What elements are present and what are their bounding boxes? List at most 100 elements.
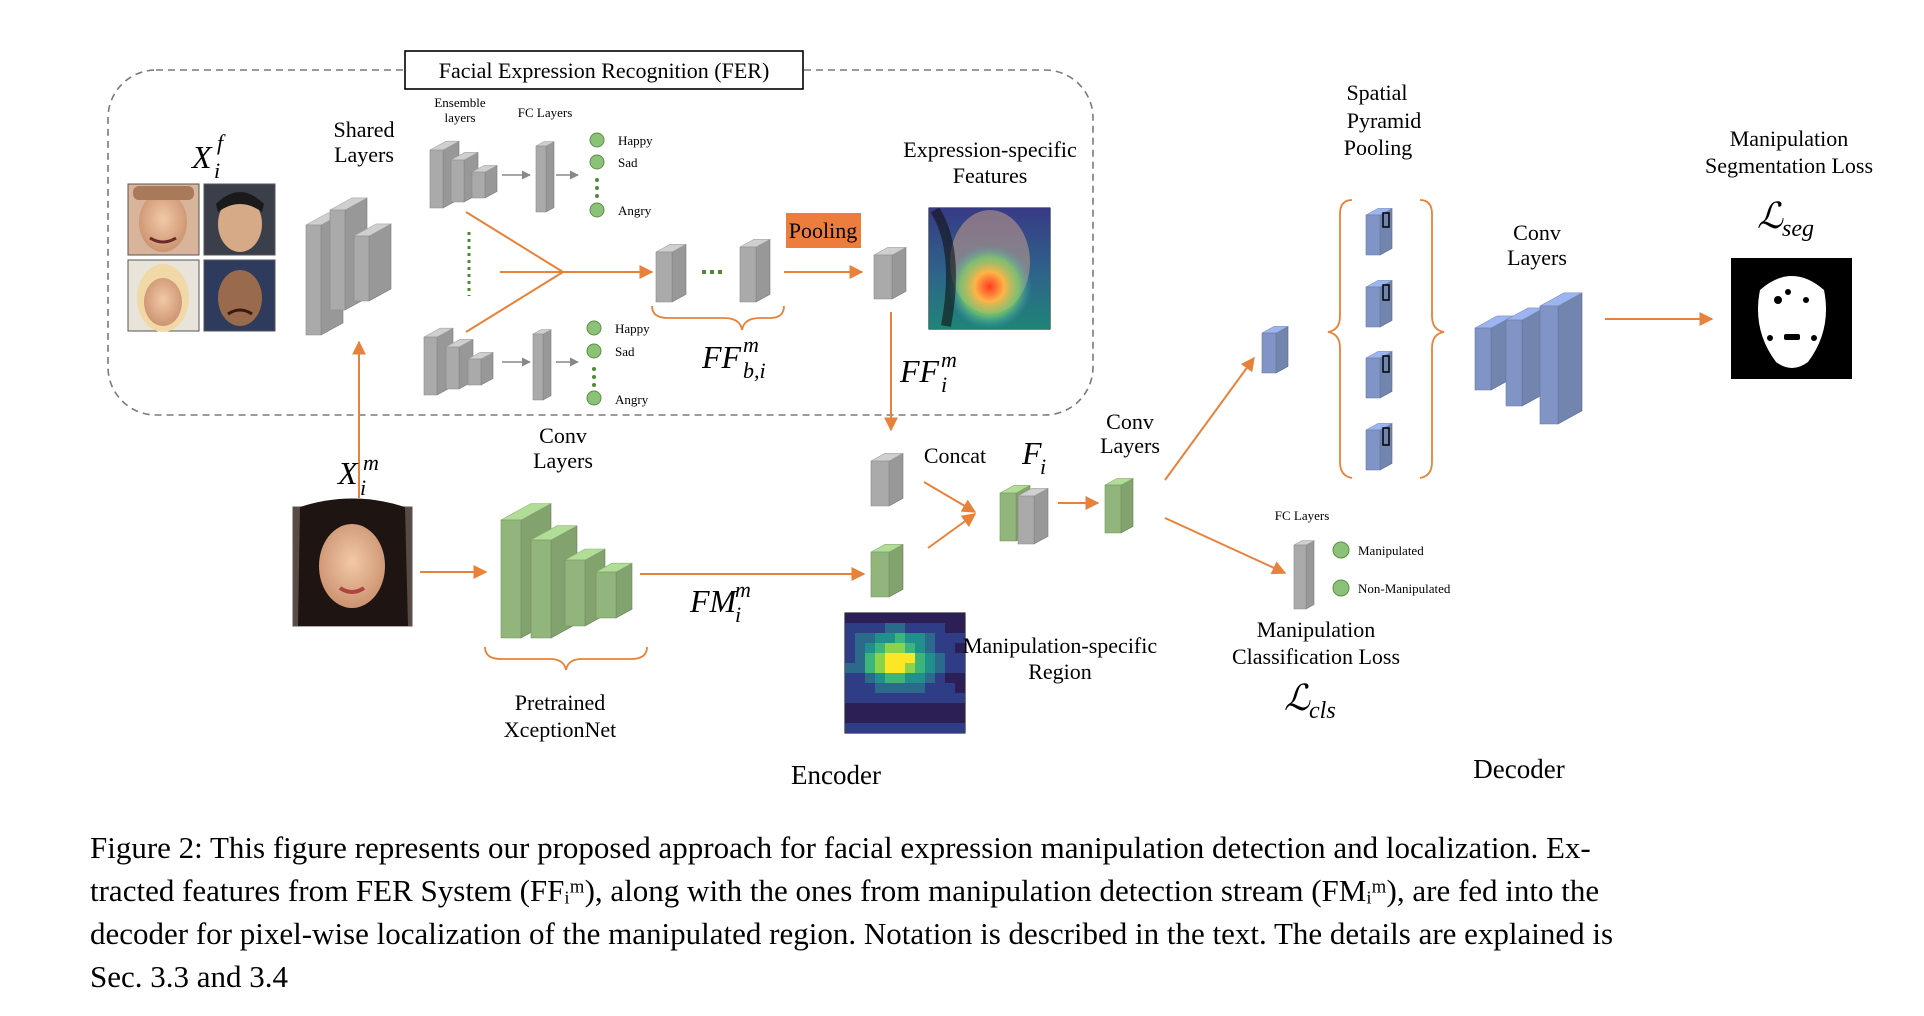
label-sad-top: Sad [618,155,638,170]
svg-text:ℒ: ℒ [1757,196,1784,236]
svg-text:cls: cls [1309,698,1336,724]
spp-pooling-blocks [1365,207,1393,471]
fm-i-block [870,543,904,598]
node-non-manipulated [1332,579,1350,597]
to-classifier-arrow [1164,517,1287,575]
caption-line-3: decoder for pixel-wise localization of t… [90,916,1614,951]
shared-layers-label-2: Layers [334,142,394,167]
svg-text:X: X [336,455,359,491]
node-happy-bottom [586,320,602,336]
input-x-f-label: X f i [190,130,226,183]
conv-layers-label-2: Layers [533,448,593,473]
seg-loss-symbol: ℒ seg [1757,196,1814,242]
spp-window-3 [1382,355,1390,373]
segmentation-mask-image [1731,258,1852,379]
ensemble-layers-label-2: layers [444,110,475,125]
xception-conv-stack [500,502,633,639]
ensemble-branch-bottom [423,327,494,396]
encoder-label: Encoder [791,760,881,790]
svg-text:b,i: b,i [743,358,766,383]
spp-block-1 [1365,207,1393,256]
ff-b-block-1 [655,243,687,303]
fc-layer-bottom [532,329,552,401]
cls-loss-label-2: Classification Loss [1232,644,1400,669]
face-image-woman [127,259,200,332]
concat-label: Concat [924,443,986,468]
expression-features-label-2: Features [953,163,1028,188]
decoder-conv-3 [1539,292,1583,425]
label-happy-top: Happy [618,133,653,148]
f-i-gray [1017,487,1049,545]
svg-text:F: F [1021,435,1042,471]
input-x-m-label: X m i [336,450,379,500]
spp-block-4 [1365,422,1393,471]
face-image-sad [203,259,276,332]
fm-i-label: FM m i [689,577,751,627]
svg-text:f: f [217,130,226,155]
ff-concat-block [870,452,904,507]
pooled-feature-block [873,246,907,300]
label-angry-bottom: Angry [615,392,649,407]
fer-title: Facial Expression Recognition (FER) [439,58,770,83]
fm-concat-block [870,543,904,598]
pretrained-label-1: Pretrained [515,690,605,715]
spp-label-3: Pooling [1344,135,1412,160]
cls-loss-symbol: ℒ cls [1284,678,1336,724]
svg-text:m: m [743,332,759,357]
seg-loss-label-2: Segmentation Loss [1705,153,1873,178]
expression-features-label-1: Expression-specific [903,137,1077,162]
ff-to-concat-arrow [923,481,977,513]
fc-classifier-block [1293,540,1315,610]
shared-layers-stack [305,197,392,336]
node-angry-top [589,202,605,218]
decoder-conv-stack [1474,292,1583,425]
manipulation-heatmap-image [844,612,966,734]
decoder-input-block [1261,325,1289,374]
svg-text:seg: seg [1782,216,1814,242]
seg-loss-label-1: Manipulation [1730,126,1849,151]
label-angry-top: Angry [618,203,652,218]
node-sad-bottom [586,343,602,359]
svg-text:FF: FF [899,353,940,389]
decoder-conv-2 [1505,307,1545,407]
ff-b-label: FF m b,i [701,332,766,383]
conv-layers-label-1: Conv [539,423,587,448]
xception-brace [484,646,648,671]
pooling-label: Pooling [789,218,857,243]
spp-window-4 [1382,427,1390,446]
decoder-conv-label-1: Conv [1513,220,1561,245]
svg-text:m: m [735,577,751,602]
label-non-manipulated: Non-Manipulated [1358,581,1451,596]
ff-i-label: FF m i [899,347,957,397]
spp-right-brace [1419,199,1445,479]
pooled-block [873,246,907,300]
svg-text:i: i [360,475,366,500]
f-i-label: F i [1021,435,1046,479]
fc-layer-top [535,141,555,213]
ff-b-block-2 [739,238,771,303]
svg-text:i: i [214,158,220,183]
svg-text:X: X [190,139,213,175]
svg-text:m: m [363,450,379,475]
xception-layer-4 [595,562,633,619]
conv-layers-mid-label-2: Layers [1100,433,1160,458]
pooling-box [786,213,861,248]
node-sad-top [589,154,605,170]
svg-text:i: i [1040,454,1046,479]
spp-window-2 [1382,284,1390,301]
to-decoder-arrow [1164,356,1255,481]
label-manipulated: Manipulated [1358,543,1424,558]
face-image-disgust [127,183,200,256]
manip-region-label-2: Region [1028,659,1092,684]
ensemble-bottom-3 [467,351,494,386]
spp-label-2: Pyramid [1347,108,1422,133]
fc-layers-label-cls: FC Layers [1275,508,1330,523]
ensemble-layers-label-1: Ensemble [434,95,485,110]
ff-b-brace [651,305,785,331]
spp-label-1: Spatial [1346,80,1407,105]
ff-b-feature-blocks [655,238,771,303]
spp-left-brace [1327,199,1353,479]
decoder-label: Decoder [1473,754,1564,784]
conv-mid [1104,477,1134,534]
